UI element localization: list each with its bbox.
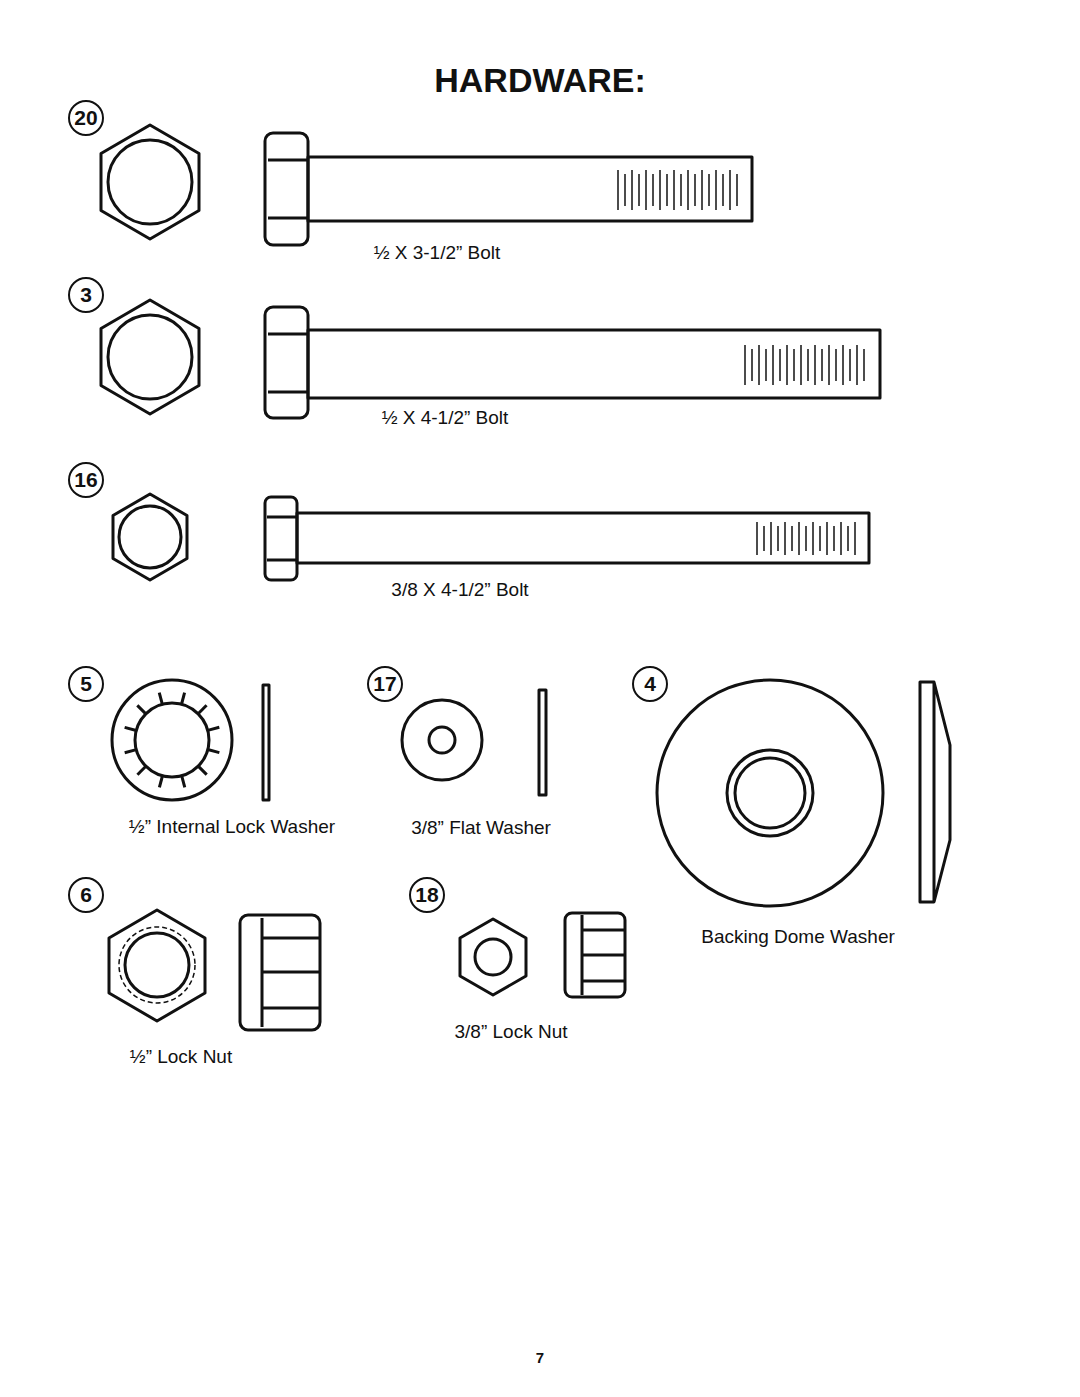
part-name: 3/8” Lock Nut: [455, 1021, 568, 1043]
part-name: ½” Internal Lock Washer: [129, 816, 335, 838]
part-name: ½ X 3-1/2” Bolt: [374, 242, 501, 264]
part-name: ½ X 4-1/2” Bolt: [382, 407, 509, 429]
part-name: 3/8” Flat Washer: [411, 817, 551, 839]
part-name: ½” Lock Nut: [130, 1046, 232, 1068]
callout-number: 20: [74, 106, 97, 130]
part-name: 3/8 X 4-1/2” Bolt: [391, 579, 528, 601]
callout-number: 17: [373, 672, 396, 696]
page-title: HARDWARE:: [434, 61, 646, 100]
callout-number: 6: [80, 883, 92, 907]
callout-number: 3: [80, 283, 92, 307]
callout-number: 5: [80, 672, 92, 696]
callout-number: 18: [415, 883, 438, 907]
callout-number: 4: [644, 672, 656, 696]
page-number: 7: [536, 1349, 544, 1366]
part-name: Backing Dome Washer: [701, 926, 895, 948]
callout-number: 16: [74, 468, 97, 492]
